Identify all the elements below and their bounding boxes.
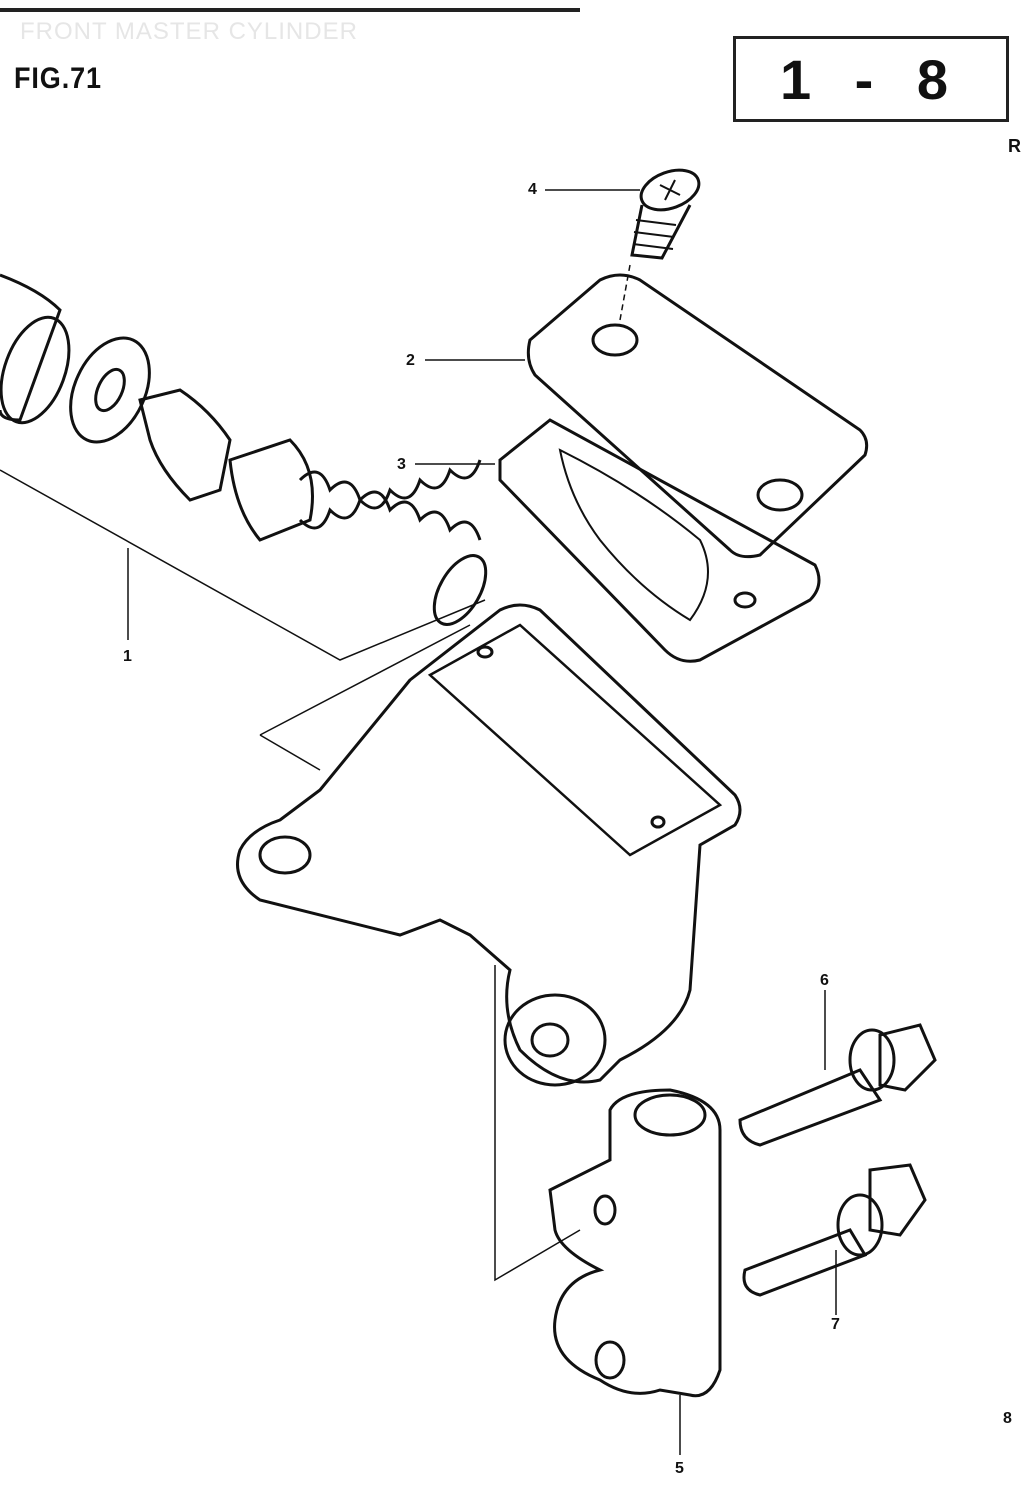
figure-number: FIG.71 [14, 62, 102, 95]
edge-mark: R [1008, 136, 1021, 156]
bolt-lower [742, 1163, 927, 1315]
page-reference: 1 - 8 [779, 47, 963, 111]
piston-kit-outline [0, 469, 486, 661]
page-reference-box: 1 - 8 [733, 36, 1009, 122]
bolt-upper [738, 990, 937, 1147]
callout-7: 7 [831, 1316, 840, 1333]
callout-3: 3 [397, 456, 406, 473]
reservoir-cap [526, 273, 869, 559]
top-rule [0, 8, 580, 12]
diagram-subtitle: FRONT MASTER CYLINDER [20, 18, 358, 45]
screw [619, 168, 701, 321]
callout-5: 5 [675, 1460, 684, 1477]
callout-2: 2 [406, 352, 415, 369]
handlebar-clamp [548, 1088, 722, 1455]
callout-4: 4 [528, 181, 537, 198]
callout-1: 1 [123, 648, 132, 665]
piston-assembly [0, 273, 488, 626]
master-cylinder-body [236, 603, 742, 1282]
diaphragm [498, 418, 821, 663]
leader-lines [415, 189, 640, 465]
callout-6: 6 [820, 972, 829, 989]
callout-8: 8 [1003, 1410, 1012, 1427]
